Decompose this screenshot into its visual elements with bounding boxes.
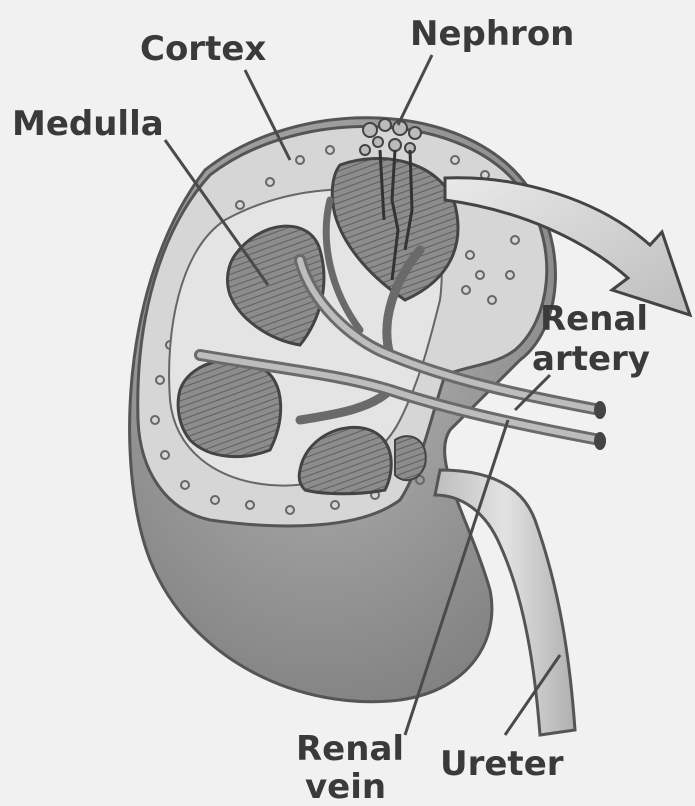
medullary-pyramid-left (178, 360, 281, 457)
renal-artery-label-line2: artery (532, 339, 650, 379)
medulla-label: Medulla (12, 104, 164, 144)
renal-vein-end (594, 432, 606, 450)
renal-vein-label-line2: vein (305, 767, 386, 806)
nephron-label: Nephron (410, 14, 574, 54)
renal-vein-label-line1: Renal (296, 729, 404, 769)
medullary-pyramid-small (395, 436, 426, 480)
cortex-label: Cortex (140, 29, 266, 69)
renal-artery-end (594, 401, 606, 419)
renal-artery-label-line1: Renal (540, 299, 648, 339)
nephron-leader-line (398, 55, 432, 125)
ureter-label: Ureter (440, 744, 564, 784)
